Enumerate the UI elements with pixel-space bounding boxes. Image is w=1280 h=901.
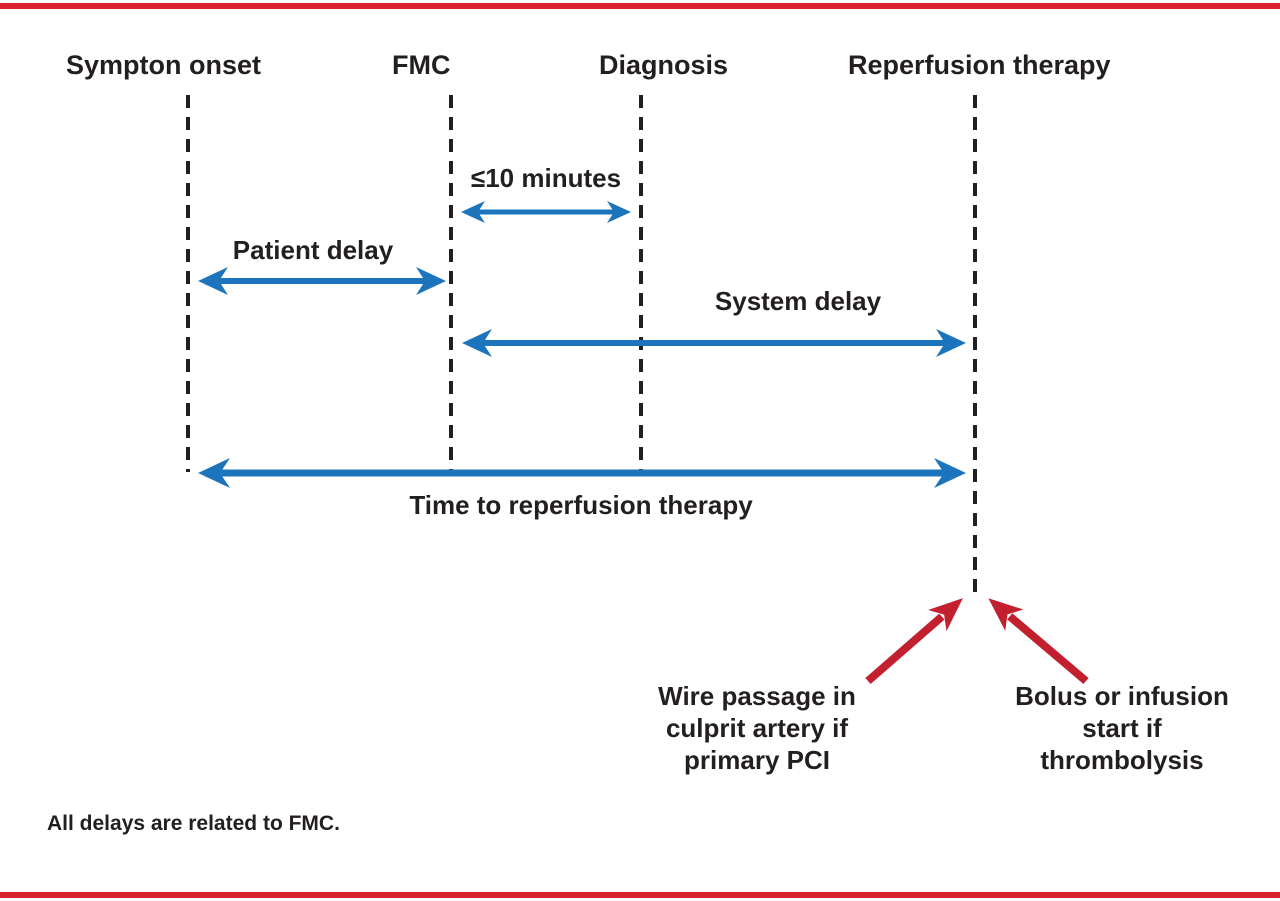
- system-delay-interval-arrow-icon: [462, 329, 966, 357]
- annotation-line: culprit artery if: [665, 713, 849, 743]
- time-to-reperfusion-interval-arrow-icon: [198, 458, 966, 488]
- event-label-reperfusion-therapy: Reperfusion therapy: [848, 50, 1111, 80]
- interval-label-time-to-reperfusion: Time to reperfusion therapy: [409, 490, 753, 520]
- pci-pointer-arrow-icon: [865, 598, 963, 685]
- ten-minutes-interval-arrow-icon: [461, 201, 631, 223]
- interval-label-patient-delay: Patient delay: [232, 235, 394, 265]
- annotation-thrombolysis: Bolus or infusion start if thrombolysis: [1015, 680, 1229, 776]
- footnote-delays-related-to-fmc: All delays are related to FMC.: [47, 812, 340, 835]
- event-label-symptom-onset: Sympton onset: [66, 50, 262, 80]
- thrombolysis-pointer-arrow-icon: [988, 598, 1089, 685]
- annotation-primary-pci: Wire passage in culprit artery if primar…: [658, 680, 856, 776]
- annotation-line: start if: [1082, 713, 1162, 743]
- annotation-line: Bolus or infusion: [1015, 681, 1229, 711]
- annotation-line: Wire passage in: [658, 681, 856, 711]
- interval-label-system-delay: System delay: [714, 286, 882, 316]
- annotation-line: primary PCI: [684, 745, 830, 775]
- event-label-diagnosis: Diagnosis: [599, 50, 729, 80]
- event-label-fmc: FMC: [392, 50, 451, 80]
- annotation-line: thrombolysis: [1040, 745, 1204, 775]
- patient-delay-interval-arrow-icon: [198, 267, 446, 295]
- top-accent-bar: [0, 3, 1280, 9]
- bottom-accent-bar: [0, 892, 1280, 898]
- interval-label-ten-minutes: ≤10 minutes: [470, 163, 622, 193]
